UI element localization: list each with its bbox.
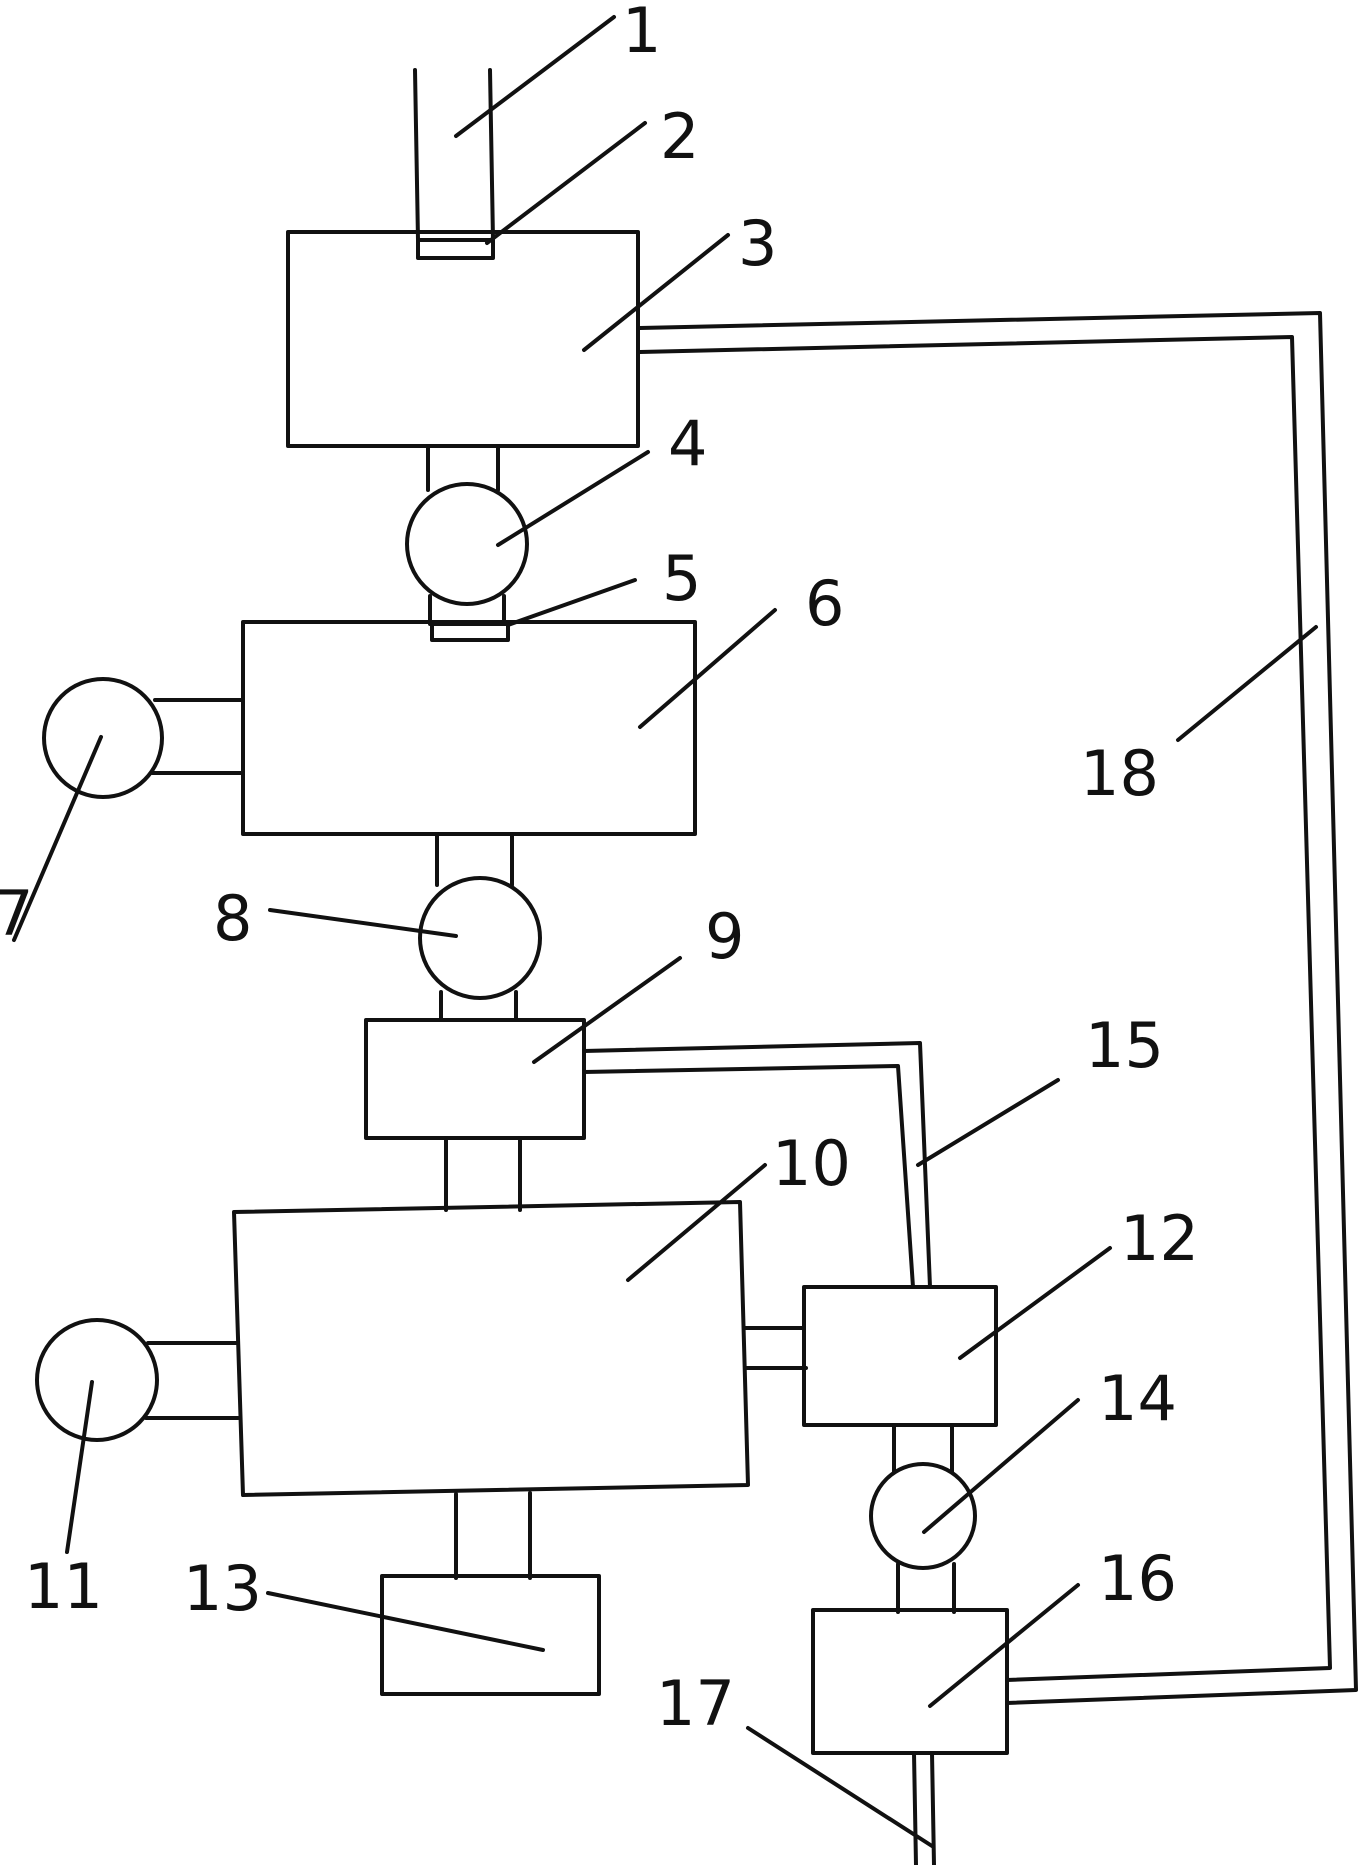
label-8: 8 [213, 882, 252, 955]
label-17: 17 [656, 1667, 735, 1740]
return-line-18 [638, 311, 1358, 1705]
reactor-tank-6 [241, 620, 697, 836]
connector-14-to-16 [896, 1562, 956, 1614]
connector-9-to-10 [444, 1136, 522, 1212]
connector-4-to-6 [428, 594, 506, 626]
label-11: 11 [24, 1550, 103, 1623]
unit-12 [802, 1285, 998, 1427]
connector-8-to-9 [439, 990, 518, 1022]
leader-line-9 [532, 956, 682, 1064]
pump-8 [418, 876, 542, 1000]
label-14: 14 [1098, 1362, 1177, 1435]
top-tank-3 [286, 230, 640, 448]
outlet-wall-right [930, 1751, 936, 1865]
leader-line-16 [928, 1583, 1080, 1708]
connector-6-to-8 [435, 832, 514, 887]
label-1: 1 [622, 0, 661, 67]
label-6: 6 [805, 567, 844, 640]
leader-line-13 [266, 1591, 545, 1652]
connector-11-to-10 [144, 1341, 240, 1420]
inlet-pipe-right-wall [488, 68, 495, 242]
return-line-18-outer-wall [638, 311, 1358, 1705]
label-13: 13 [183, 1552, 262, 1625]
connector-10-to-13 [454, 1491, 532, 1580]
leader-line-10 [626, 1163, 767, 1282]
inlet-pipe-1 [413, 68, 495, 242]
leader-line-7 [12, 735, 103, 942]
label-15: 15 [1085, 1009, 1164, 1082]
leader-line-4 [496, 450, 650, 547]
leader-line-15 [916, 1078, 1060, 1167]
main-tank-10 [232, 1200, 750, 1497]
connector-7-to-6 [150, 698, 245, 775]
label-3: 3 [738, 207, 777, 280]
return-line-18-inner-wall [638, 335, 1332, 1682]
leader-line-18 [1176, 625, 1318, 742]
unit-16 [811, 1608, 1009, 1755]
pipe-15 [582, 1041, 932, 1289]
leader-line-3 [582, 233, 730, 352]
leader-line-5 [506, 578, 637, 627]
inlet-pipe-left-wall [413, 68, 420, 242]
pump-14 [869, 1462, 977, 1570]
label-4: 4 [668, 407, 707, 480]
unit-9 [364, 1018, 586, 1140]
label-5: 5 [662, 542, 701, 615]
leader-line-8 [268, 908, 458, 938]
leader-line-17 [746, 1726, 934, 1848]
leader-line-14 [922, 1398, 1080, 1534]
outlet-pipe-17 [912, 1751, 936, 1865]
collector-13 [380, 1574, 601, 1696]
inlet-flange-2 [416, 238, 495, 260]
label-2: 2 [660, 100, 699, 173]
leader-line-12 [958, 1246, 1112, 1360]
connector-10-to-12 [742, 1326, 808, 1370]
label-9: 9 [705, 900, 744, 973]
label-7: 7 [0, 877, 33, 950]
label-12: 12 [1120, 1202, 1199, 1275]
leader-line-2 [485, 121, 647, 245]
reference-numerals: 1 2 3 4 5 6 7 8 9 10 11 12 13 14 15 16 1… [0, 0, 1199, 1740]
label-16: 16 [1098, 1542, 1177, 1615]
connector-3-to-4 [426, 444, 500, 492]
leader-line-1 [454, 15, 616, 138]
leader-lines [12, 15, 1318, 1848]
leader-line-6 [638, 608, 777, 729]
pipe-15-inner-wall [582, 1064, 915, 1289]
pump-7 [42, 677, 164, 799]
label-10: 10 [772, 1127, 851, 1200]
flange-5 [430, 622, 510, 642]
outlet-wall-left [912, 1751, 918, 1865]
pipe-15-outer-wall [582, 1041, 932, 1289]
connector-12-to-14 [892, 1423, 954, 1474]
pump-4 [405, 482, 529, 606]
pump-11 [35, 1318, 159, 1442]
label-18: 18 [1080, 737, 1159, 810]
leader-line-11 [65, 1380, 94, 1554]
